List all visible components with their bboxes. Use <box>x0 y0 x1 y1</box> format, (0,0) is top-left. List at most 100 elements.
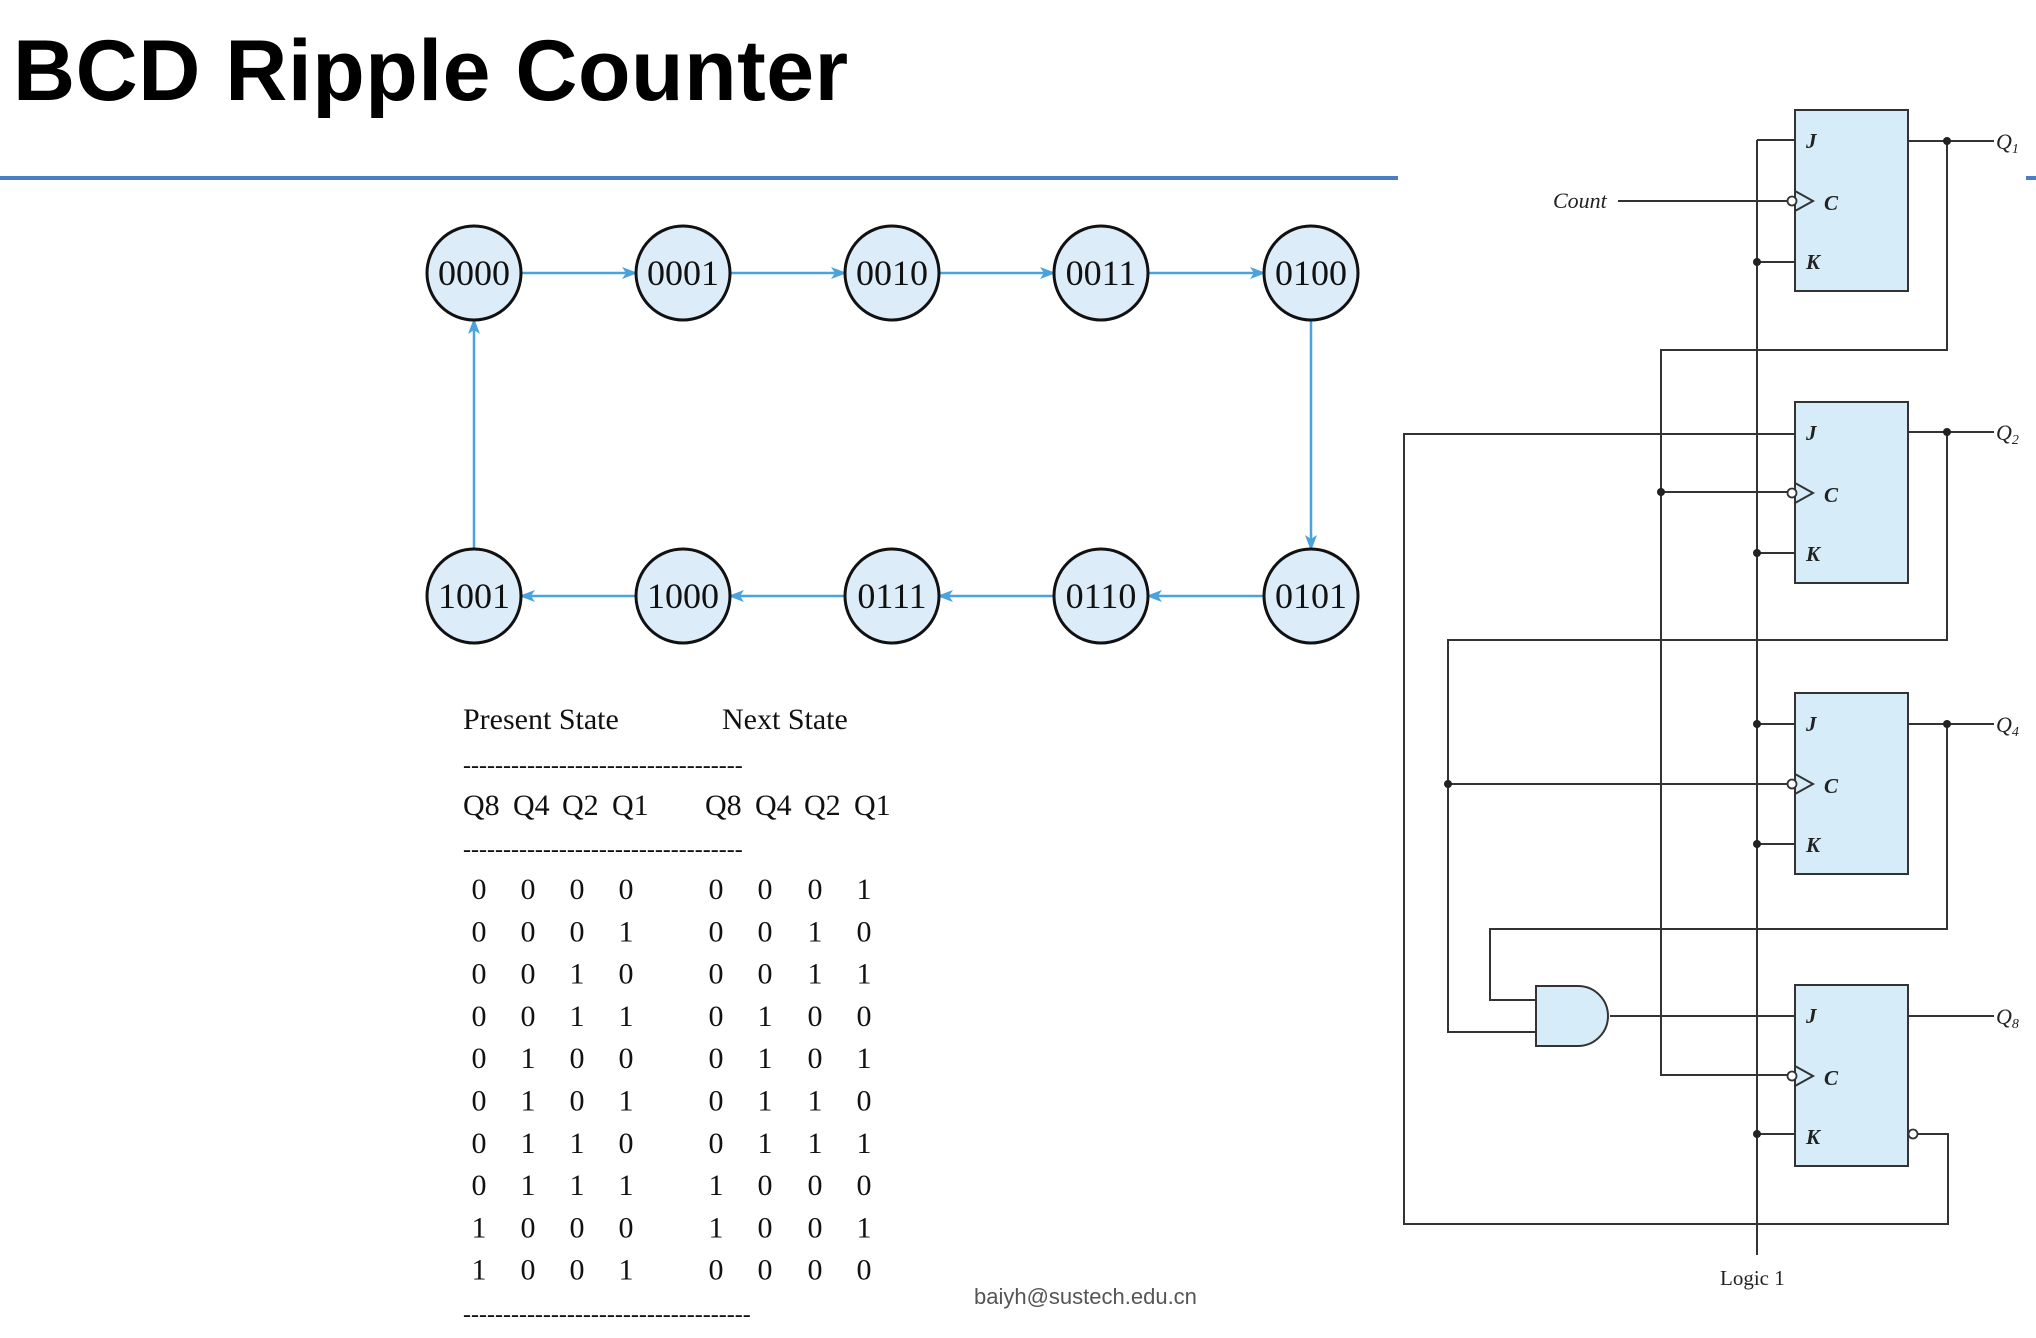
table-cell: 0 <box>808 1211 823 1244</box>
table-cell: 1 <box>521 1042 536 1075</box>
table-cell: 1 <box>619 1169 634 1202</box>
table-cell: 0 <box>857 1254 872 1287</box>
table-cell: 1 <box>758 1000 773 1033</box>
count-label: Count <box>1553 188 1608 213</box>
footer-email: baiyh@sustech.edu.cn <box>974 1284 1197 1309</box>
table-cell: 0 <box>619 1211 634 1244</box>
table-cell: 1 <box>570 1000 585 1033</box>
state-circle <box>634 547 732 645</box>
table-cell: 0 <box>570 915 585 948</box>
table-cell: 0 <box>758 958 773 991</box>
table-cell: 1 <box>570 1169 585 1202</box>
table-cell: 0 <box>619 1042 634 1075</box>
table-cell: 1 <box>619 915 634 948</box>
table-cell: 0 <box>857 1169 872 1202</box>
table-cell: 1 <box>857 1127 872 1160</box>
table-cell: 1 <box>570 1127 585 1160</box>
flip-flop-input-label: C <box>1824 191 1839 215</box>
state-label: 0010 <box>856 253 928 293</box>
state-circle <box>1262 224 1360 322</box>
page-title: BCD Ripple Counter <box>13 23 849 119</box>
clock-bubble <box>1786 487 1798 499</box>
table-cell: 0 <box>758 1169 773 1202</box>
clock-triangle <box>1794 190 1816 212</box>
table-cell: 1 <box>521 1127 536 1160</box>
clock-triangle <box>1794 1065 1816 1087</box>
table-cell: 0 <box>808 1000 823 1033</box>
logic1-label: Logic 1 <box>1720 1266 1785 1290</box>
table-cell: 1 <box>758 1127 773 1160</box>
state-label: 0000 <box>438 253 510 293</box>
state-node: 1000 <box>634 547 732 645</box>
table-cell: 0 <box>619 1127 634 1160</box>
table-cell: 0 <box>570 873 585 906</box>
table-cell: 1 <box>709 1169 724 1202</box>
table-cell: 0 <box>521 1211 536 1244</box>
column-header: Q2 <box>562 789 599 822</box>
table-cell: 0 <box>758 1254 773 1287</box>
clock-bubble <box>1786 195 1798 207</box>
table-cell: 1 <box>619 1000 634 1033</box>
table-divider: ----------------------------------- <box>463 753 743 779</box>
wire <box>1660 141 1948 1076</box>
flip-flop-input-label: C <box>1824 774 1839 798</box>
state-label: 0001 <box>647 253 719 293</box>
state-label: 0011 <box>1066 253 1137 293</box>
table-cell: 0 <box>521 915 536 948</box>
flip-flop-input-label: J <box>1805 129 1818 153</box>
output-label: Q2 <box>1996 420 2019 448</box>
column-header: Q4 <box>755 789 792 822</box>
table-cell: 0 <box>857 1085 872 1118</box>
junction-dot <box>1753 549 1761 557</box>
table-cell: 1 <box>619 1085 634 1118</box>
table-cell: 1 <box>521 1169 536 1202</box>
table-cell: 0 <box>808 1254 823 1287</box>
column-header: Q8 <box>463 789 500 822</box>
jk-flip-flop: JCK <box>1786 109 1909 292</box>
state-circle <box>843 547 941 645</box>
table-cell: 1 <box>472 1254 487 1287</box>
clock-triangle <box>1794 482 1816 504</box>
table-cell: 0 <box>808 873 823 906</box>
table-cell: 0 <box>570 1042 585 1075</box>
jk-flip-flop: JCK <box>1786 401 1909 584</box>
table-cell: 0 <box>472 1042 487 1075</box>
table-cell: 0 <box>472 1127 487 1160</box>
table-cell: 1 <box>709 1211 724 1244</box>
state-node: 0000 <box>425 224 523 322</box>
output-label: Q4 <box>1996 712 2019 740</box>
table-cell: 0 <box>709 1254 724 1287</box>
table-cell: 1 <box>521 1085 536 1118</box>
table-cell: 1 <box>857 1042 872 1075</box>
inverted-output-bubble <box>1907 1128 1919 1140</box>
column-header: Q2 <box>804 789 841 822</box>
title-underline <box>0 176 1398 180</box>
table-cell: 0 <box>521 873 536 906</box>
junction-dot <box>1943 137 1951 145</box>
column-header: Q1 <box>612 789 649 822</box>
table-cell: 0 <box>472 1085 487 1118</box>
state-label: 1000 <box>647 576 719 616</box>
state-node: 0011 <box>1052 224 1150 322</box>
state-label: 0101 <box>1275 576 1347 616</box>
and-gate <box>1535 985 1609 1047</box>
table-cell: 1 <box>857 1211 872 1244</box>
state-circle <box>634 224 732 322</box>
state-label: 0111 <box>857 576 926 616</box>
flip-flop-input-label: C <box>1824 483 1839 507</box>
clock-bubble <box>1786 1070 1798 1082</box>
table-cell: 1 <box>758 1085 773 1118</box>
state-node: 0100 <box>1262 224 1360 322</box>
column-header: Q8 <box>705 789 742 822</box>
